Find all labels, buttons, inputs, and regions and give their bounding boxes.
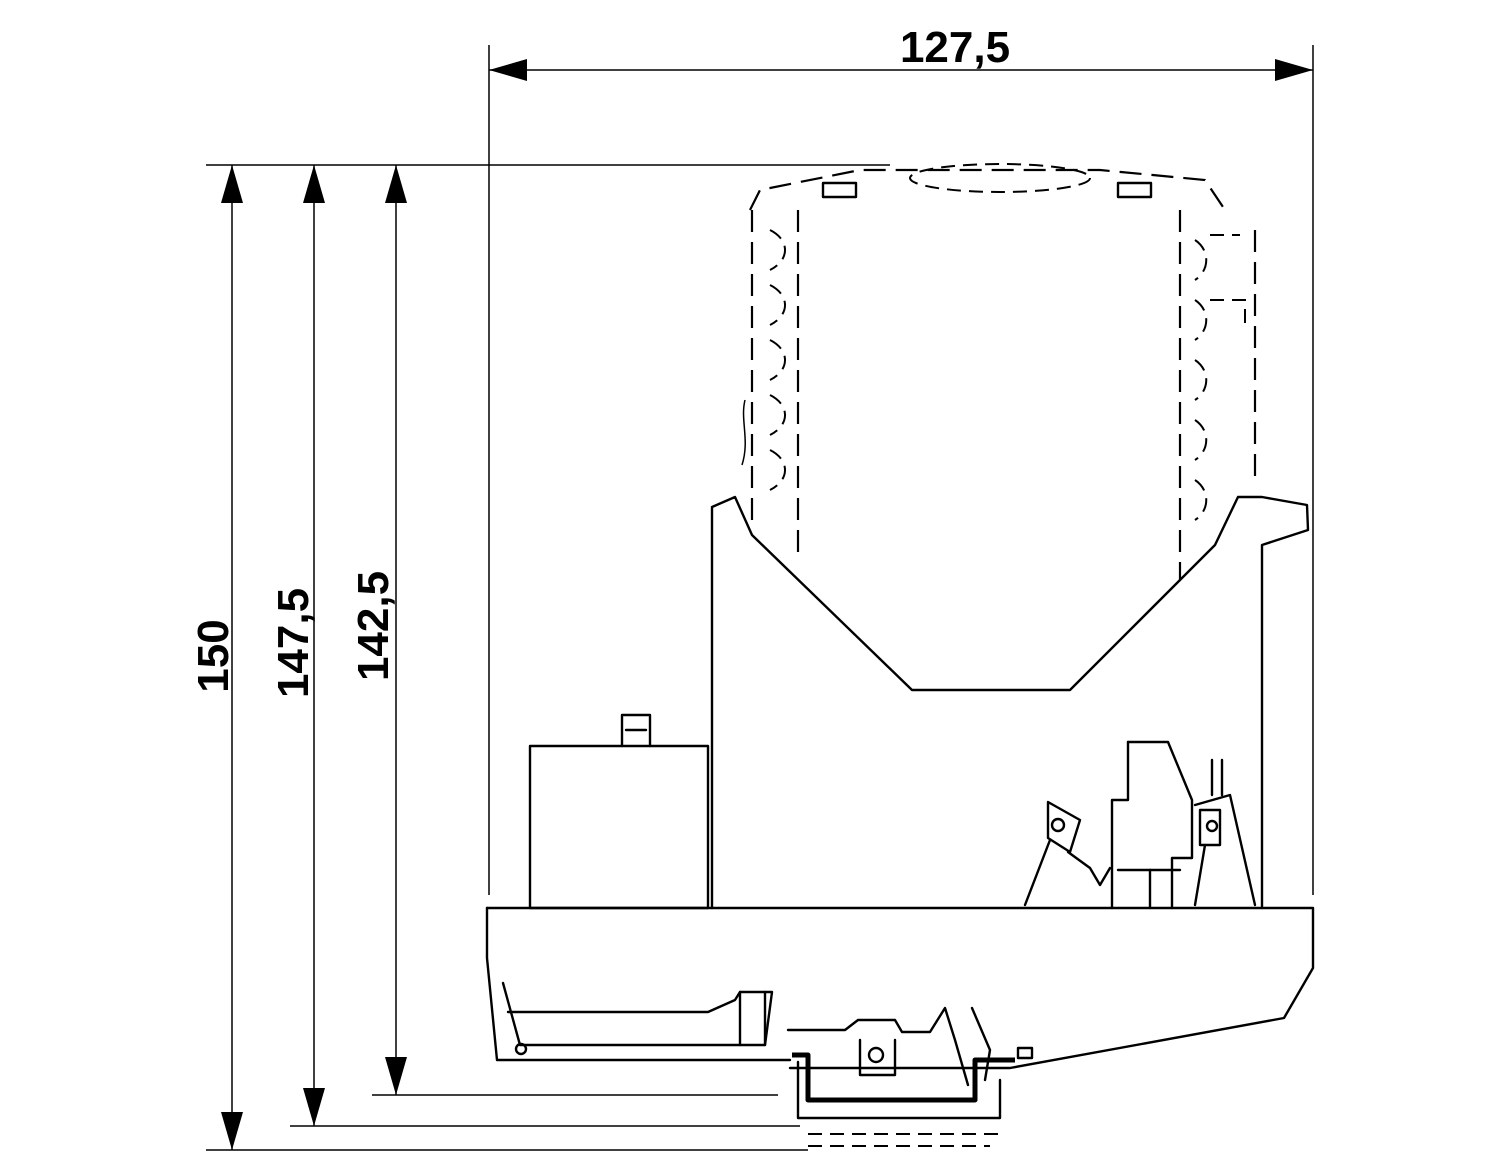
width-dimension: 127,5: [488, 23, 1314, 895]
device-outline: [485, 495, 1315, 1147]
arrow-right-icon: [1275, 59, 1313, 81]
arrow-down-icon: [385, 1057, 407, 1095]
arrow-down-icon: [303, 1088, 325, 1126]
height-label-147-5: 147,5: [269, 588, 318, 698]
height-label-142-5: 142,5: [349, 571, 398, 681]
height-label-150: 150: [189, 619, 238, 692]
arrow-up-icon: [385, 165, 407, 203]
arrow-up-icon: [221, 165, 243, 203]
din-clip-left: [501, 981, 774, 1047]
din-rail: [792, 1052, 1015, 1103]
arrow-down-icon: [221, 1112, 243, 1150]
module-right-wall: [1178, 210, 1257, 580]
module-left-wall: [750, 210, 800, 560]
left-block: [528, 744, 710, 910]
width-label: 127,5: [900, 23, 1010, 72]
module-top: [749, 168, 1226, 211]
arrow-left-icon: [489, 59, 527, 81]
arrow-up-icon: [303, 165, 325, 203]
relay-component: [1126, 740, 1194, 910]
din-clip-right: [786, 1006, 970, 1087]
center-housing: [710, 495, 1310, 910]
plug-in-module-dashed: [741, 163, 1257, 580]
height-dimensions: 150 147,5 142,5: [189, 164, 890, 1151]
